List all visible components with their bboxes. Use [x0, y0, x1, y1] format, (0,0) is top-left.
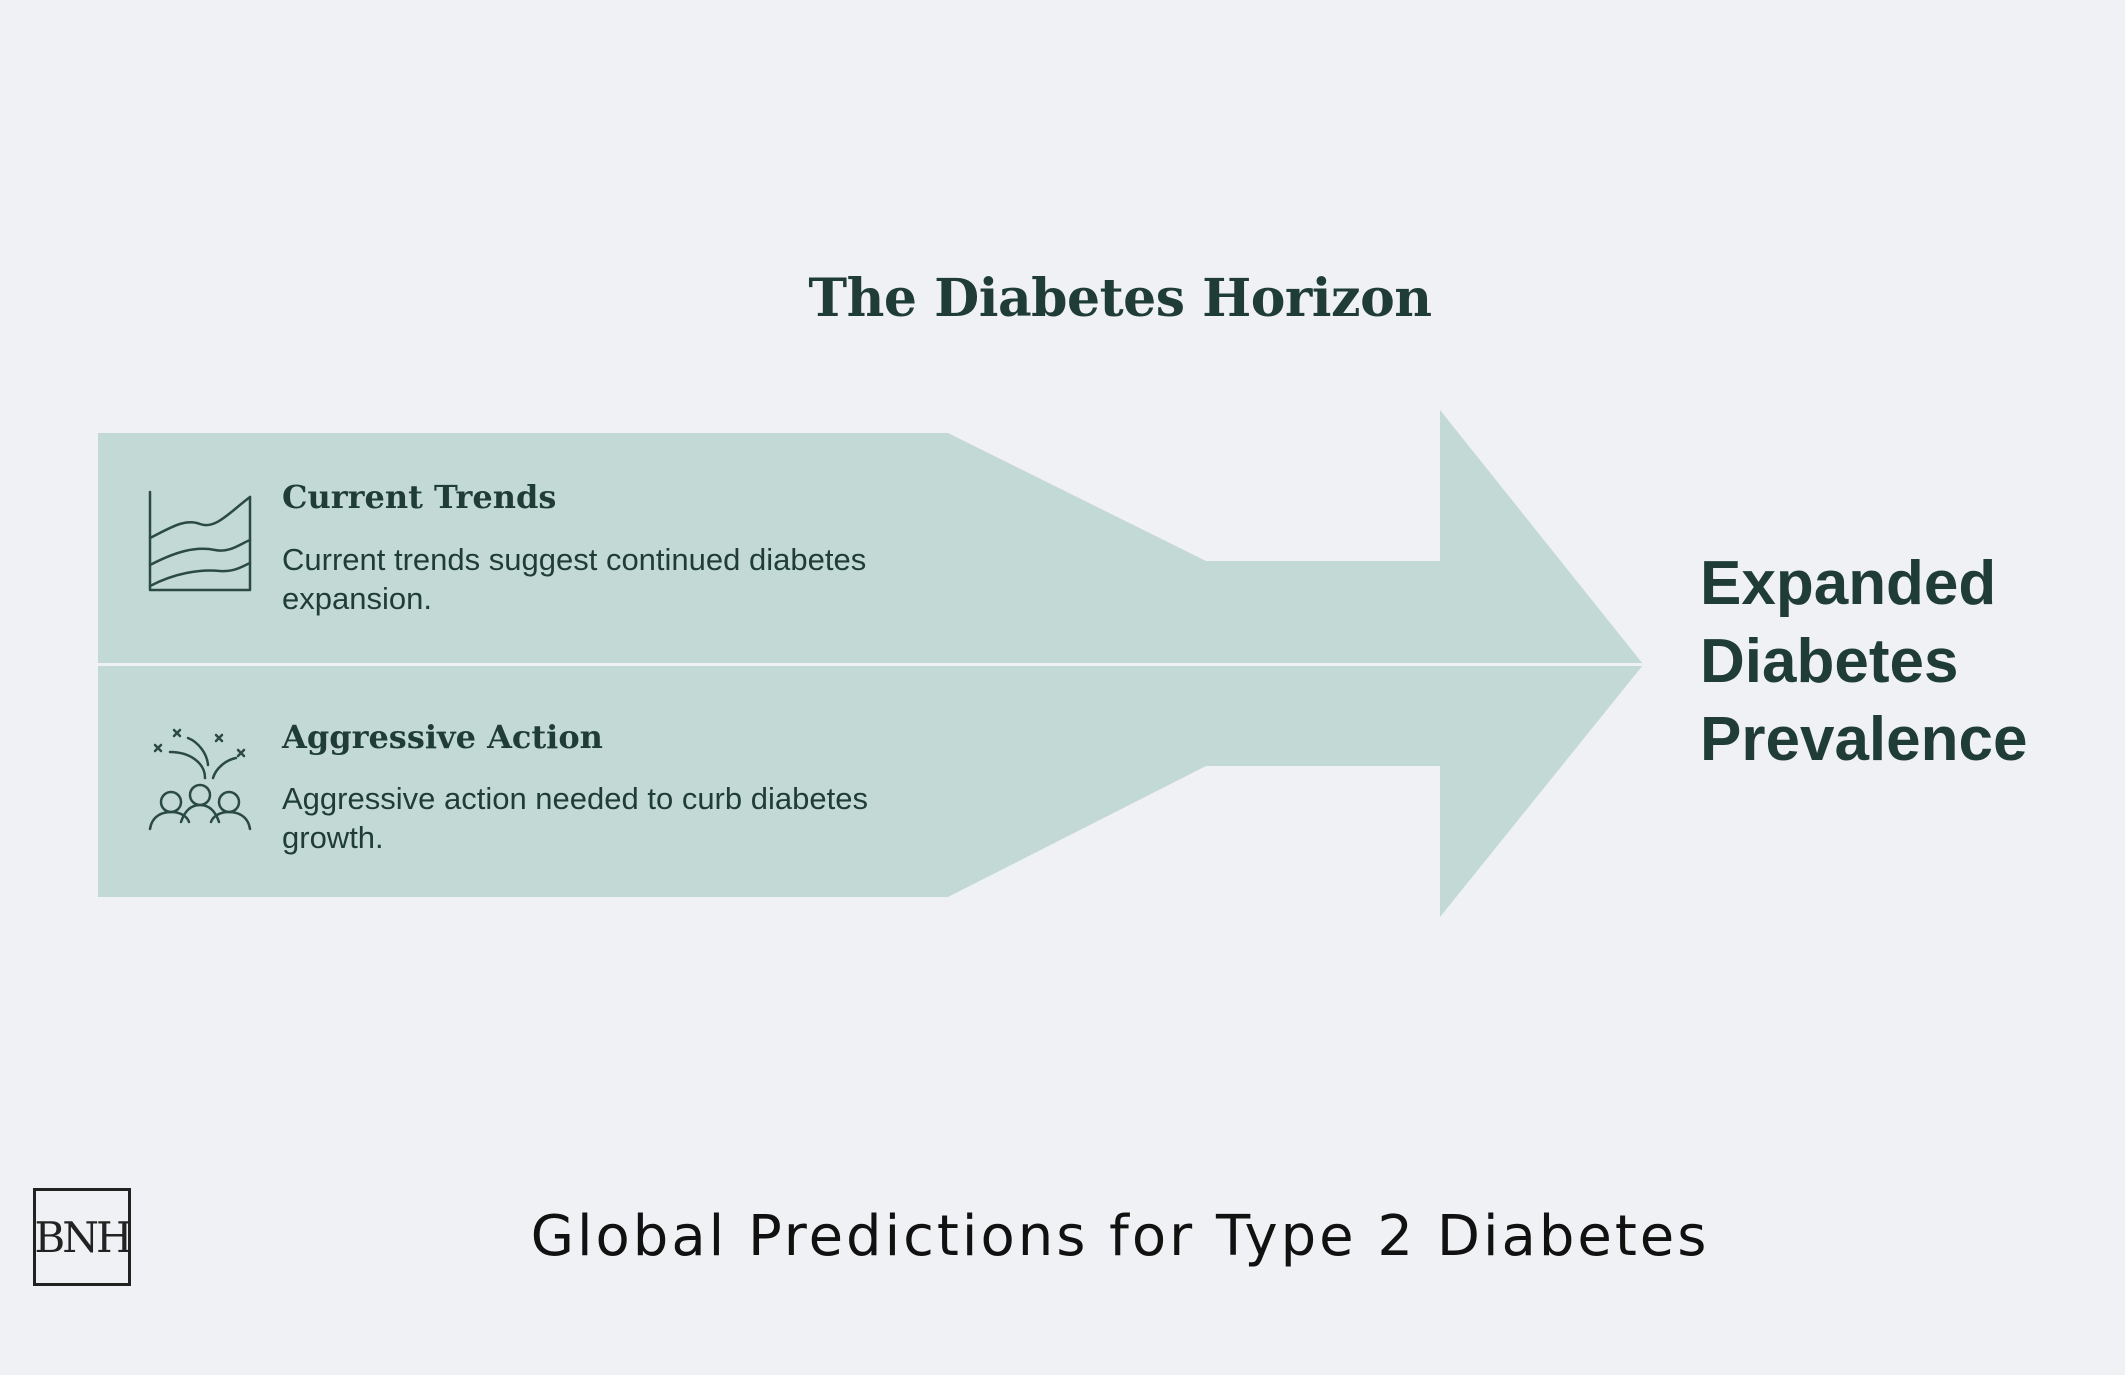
item-description-aggressive-action: Aggressive action needed to curb diabete…: [282, 781, 868, 855]
diagram-title: The Diabetes Horizon: [808, 268, 1432, 329]
outcome-label: Expanded Diabetes Prevalence: [1700, 549, 2028, 774]
trend-chart-icon: [148, 490, 252, 592]
item-description-current-trends: Current trends suggest continued diabete…: [282, 542, 867, 616]
group-celebration-icon: [148, 728, 252, 831]
item-heading-aggressive-action: Aggressive Action: [282, 718, 603, 756]
item-heading-current-trends: Current Trends: [282, 478, 557, 516]
arrow-band-current-trends: [98, 410, 1643, 664]
footer-caption: Global Predictions for Type 2 Diabetes: [530, 1204, 1710, 1269]
brand-logo: BNH: [33, 1188, 133, 1286]
arrow-band-aggressive-action: [98, 665, 1643, 917]
